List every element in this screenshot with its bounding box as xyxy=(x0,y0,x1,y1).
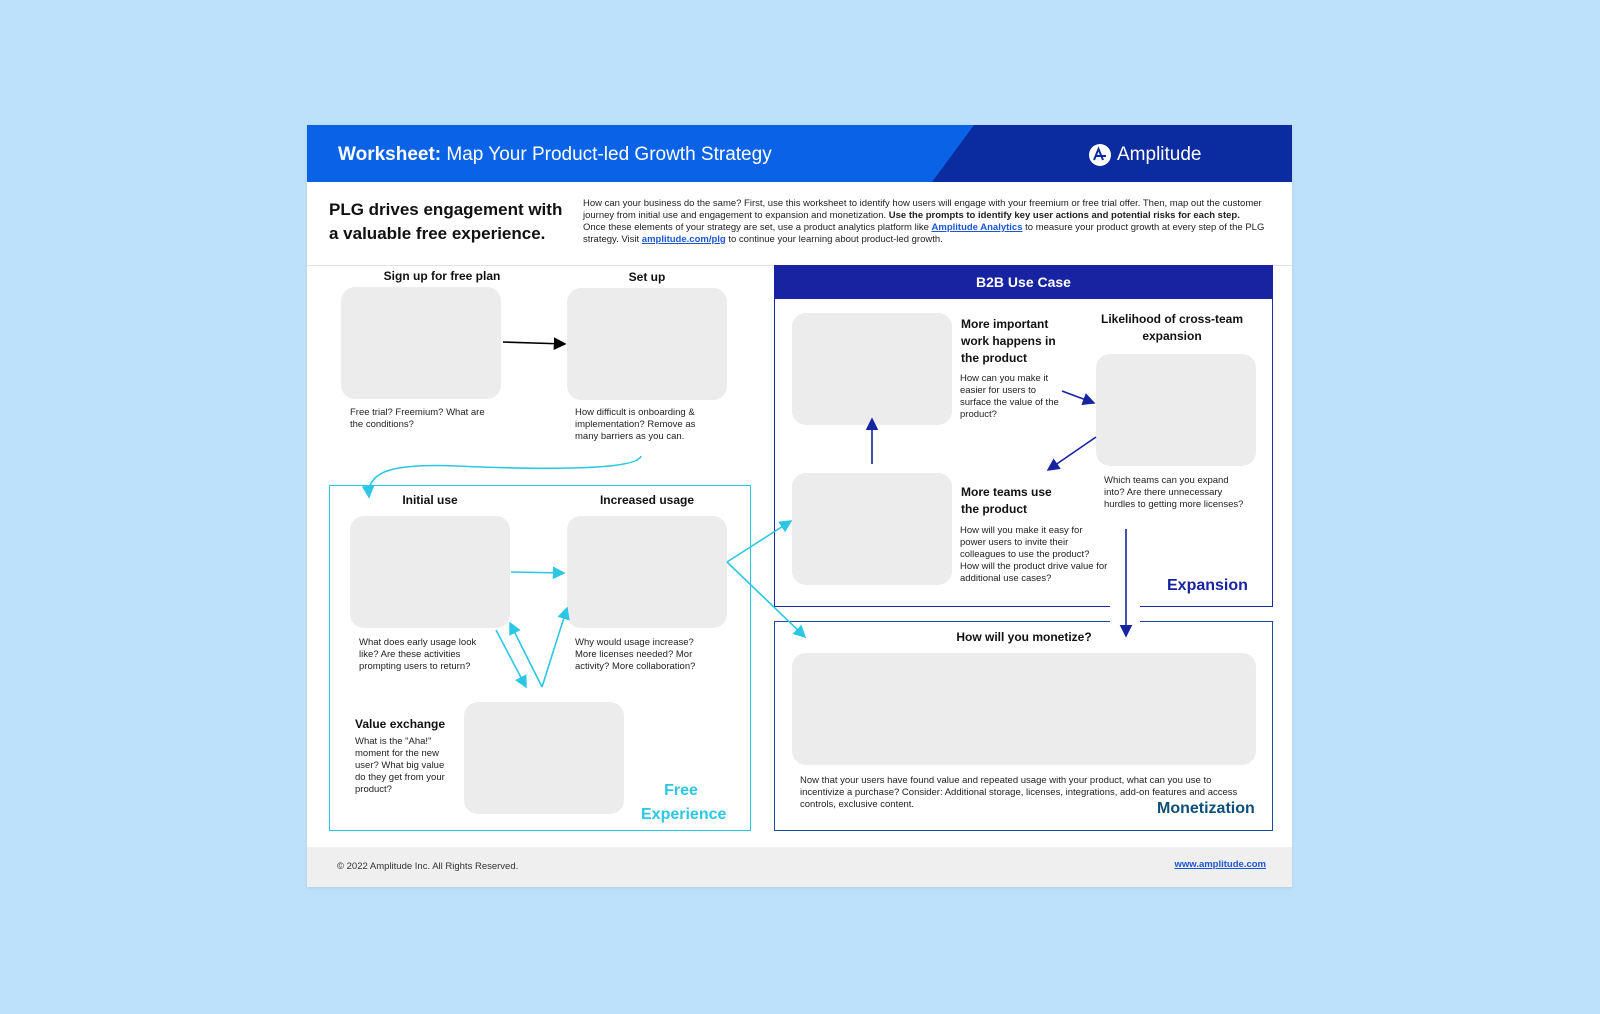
page-title: Worksheet: Map Your Product-led Growth S… xyxy=(338,144,772,166)
free-experience-label: Free Experience xyxy=(641,779,727,827)
b2b-header: B2B Use Case xyxy=(774,265,1273,299)
intro-text-bold: Use the prompts to identify key user act… xyxy=(888,210,1240,221)
value-exchange-note: What is the "Aha!" moment for the new us… xyxy=(355,736,445,795)
copyright-text: © 2022 Amplitude Inc. All Rights Reserve… xyxy=(337,861,519,872)
likelihood-label: Likelihood of cross-team expansion xyxy=(1100,312,1244,343)
initial-use-note: What does early usage look like? Are the… xyxy=(359,637,477,672)
more-teams-note: How will you make it easy for power user… xyxy=(960,525,1108,584)
setup-note: How difficult is onboarding & implementa… xyxy=(575,407,696,442)
free-label-line: Free xyxy=(664,782,698,799)
increased-usage-note: Why would usage increase? More licenses … xyxy=(575,637,696,672)
monetize-label: How will you monetize? xyxy=(956,630,1092,644)
monetize-input-box[interactable] xyxy=(792,653,1256,765)
website-link[interactable]: www.amplitude.com xyxy=(1174,859,1267,870)
intro-text-part: How can your business do the same? First… xyxy=(583,198,1262,221)
signup-note: Free trial? Freemium? What are the condi… xyxy=(350,407,485,430)
intro-title: PLG drives engagement with a valuable fr… xyxy=(329,200,563,243)
frame-gap xyxy=(1110,605,1140,625)
value-exchange-input-box[interactable] xyxy=(464,702,624,814)
title-rest: Map Your Product-led Growth Strategy xyxy=(446,144,772,165)
intro-text-part: to continue your learning about product-… xyxy=(725,234,943,245)
setup-label: Set up xyxy=(628,270,666,284)
important-work-label: More important work happens in the produ… xyxy=(961,317,1056,365)
likelihood-input-box[interactable] xyxy=(1096,354,1256,466)
intro-text: How can your business do the same? First… xyxy=(583,198,1265,246)
title-bold: Worksheet: xyxy=(338,144,442,165)
intro-text-part: Once these elements of your strategy are… xyxy=(583,222,932,233)
initial-use-input-box[interactable] xyxy=(350,516,510,628)
increased-usage-input-box[interactable] xyxy=(567,516,727,628)
setup-input-box[interactable] xyxy=(567,288,727,400)
header-bar: Worksheet: Map Your Product-led Growth S… xyxy=(307,125,1292,182)
signup-label: Sign up for free plan xyxy=(383,269,501,283)
monetization-label: Monetization xyxy=(1157,800,1255,817)
plg-link[interactable]: amplitude.com/plg xyxy=(641,234,726,245)
value-exchange-label: Value exchange xyxy=(355,717,446,731)
monetize-note: Now that your users have found value and… xyxy=(800,775,1238,810)
amplitude-logo-icon xyxy=(1089,144,1111,166)
logo-text: Amplitude xyxy=(1117,144,1202,165)
amplitude-analytics-link[interactable]: Amplitude Analytics xyxy=(931,222,1023,233)
initial-use-label: Initial use xyxy=(402,493,458,507)
signup-input-box[interactable] xyxy=(341,287,501,399)
important-work-note: How can you make it easier for users to … xyxy=(960,373,1059,420)
worksheet: Worksheet: Map Your Product-led Growth S… xyxy=(307,125,1292,887)
more-teams-input-box[interactable] xyxy=(792,473,952,585)
more-teams-label: More teams use the product xyxy=(961,485,1052,516)
expansion-label: Expansion xyxy=(1167,577,1248,594)
increased-usage-label: Increased usage xyxy=(599,493,695,507)
likelihood-note: Which teams can you expand into? Are the… xyxy=(1104,475,1244,510)
intro-text-part: to measure your product growth at every … xyxy=(583,222,1265,245)
amplitude-logo[interactable]: Amplitude xyxy=(1089,144,1202,166)
monetization-frame xyxy=(774,621,1273,831)
arrow-signup-setup xyxy=(502,337,567,351)
important-work-input-box[interactable] xyxy=(792,313,952,425)
footer: © 2022 Amplitude Inc. All Rights Reserve… xyxy=(307,847,1292,887)
header-accent xyxy=(932,125,1292,182)
experience-label-line: Experience xyxy=(641,806,727,823)
